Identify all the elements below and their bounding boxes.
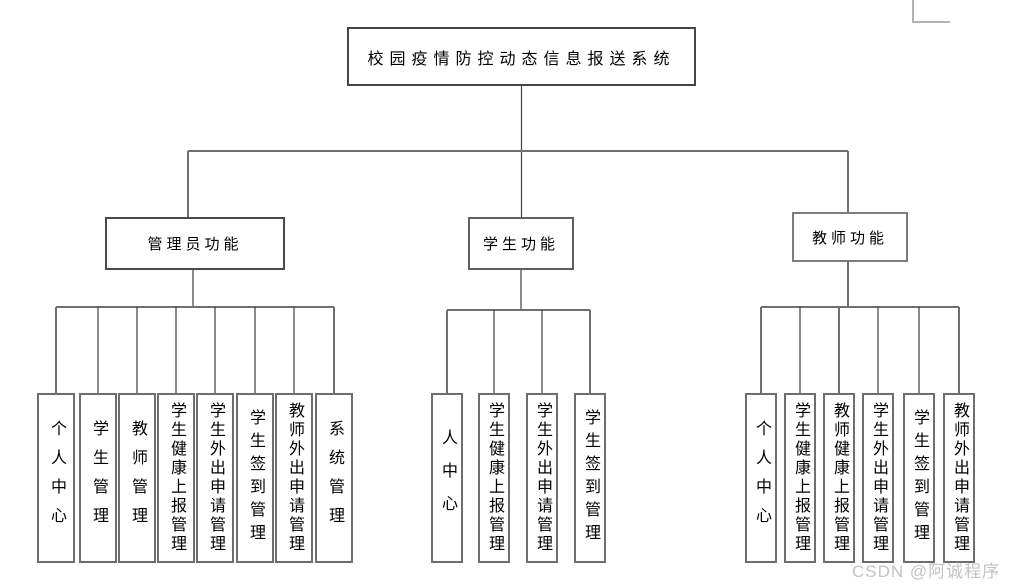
branch-node-admin-label: 管理员功能 — [147, 237, 243, 253]
branch-node-admin: 管理员功能 — [105, 217, 285, 270]
leaf-node-admin-teacher-outing-apply: 教师外出申请管理 — [275, 393, 313, 563]
root-node-label: 校园疫情防控动态信息报送系统 — [367, 50, 676, 68]
leaf-node-admin-personal-center: 个人中心 — [37, 393, 75, 563]
branch-node-teacher-label: 教师功能 — [811, 230, 888, 247]
leaf-node-student-checkin: 学生签到管理 — [574, 393, 606, 563]
leaf-node-admin-student-health-report: 学生健康上报管理 — [157, 393, 195, 563]
leaf-node-teacher-teacher-health-report: 教师健康上报管理 — [823, 393, 855, 563]
leaf-node-student-outing-apply: 学生外出申请管理 — [526, 393, 558, 563]
leaf-node-teacher-student-outing-apply: 学生外出申请管理 — [862, 393, 894, 563]
leaf-node-teacher-student-health-report: 学生健康上报管理 — [784, 393, 816, 563]
leaf-node-admin-student-checkin: 学生签到管理 — [236, 393, 274, 563]
leaf-node-admin-system-mgmt: 系统管理 — [315, 393, 353, 563]
branch-node-student: 学生功能 — [468, 217, 574, 270]
branch-node-teacher: 教师功能 — [792, 212, 908, 262]
leaf-node-student-personal-center: 人中心 — [431, 393, 463, 563]
leaf-node-admin-teacher-mgmt: 教师管理 — [118, 393, 156, 563]
root-node: 校园疫情防控动态信息报送系统 — [347, 27, 696, 86]
leaf-node-admin-student-outing-apply: 学生外出申请管理 — [196, 393, 234, 563]
leaf-node-teacher-personal-center: 个人中心 — [745, 393, 777, 563]
csdn-watermark: CSDN @阿诚程序 — [852, 562, 1001, 581]
leaf-node-student-health-report: 学生健康上报管理 — [478, 393, 510, 563]
leaf-node-teacher-student-checkin: 学生签到管理 — [903, 393, 935, 563]
leaf-node-admin-student-mgmt: 学生管理 — [79, 393, 117, 563]
branch-node-student-label: 学生功能 — [482, 237, 559, 253]
leaf-node-teacher-teacher-outing-apply: 教师外出申请管理 — [943, 393, 975, 563]
